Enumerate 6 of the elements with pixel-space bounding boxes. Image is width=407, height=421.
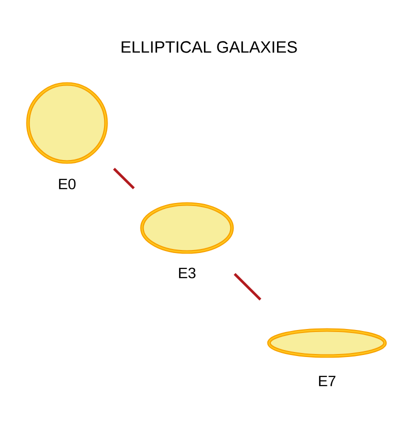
galaxy-label: E0 [59,178,76,190]
connector-line [113,168,135,190]
title: ELLIPTICAL GALAXIES [122,41,297,53]
galaxy-label: E7 [319,376,336,386]
galaxy-label: E3 [179,268,196,278]
connector-line [234,273,262,300]
